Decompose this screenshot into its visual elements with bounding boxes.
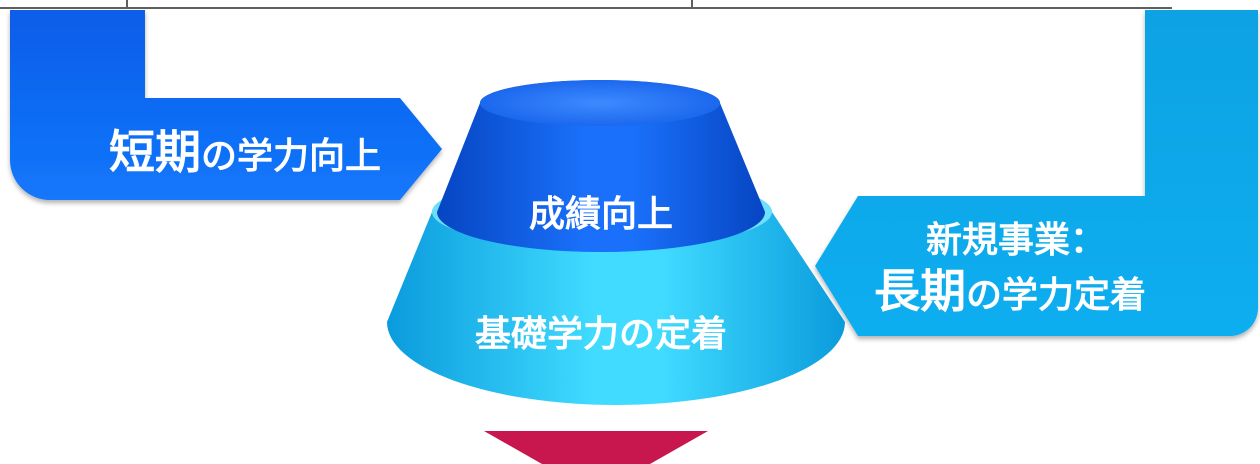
cone-top-tier-label: 成績向上 xyxy=(529,194,673,235)
short-term-rest: の学力向上 xyxy=(201,135,381,177)
long-term-label: 長期の学力定着 xyxy=(874,264,1146,318)
short-term-label: 短期の学力向上 xyxy=(109,125,381,179)
short-term-emphasis: 短期 xyxy=(109,125,201,179)
new-business-heading: 新規事業： xyxy=(926,220,1106,261)
top-table-border xyxy=(0,0,1172,9)
long-term-arrow-shape xyxy=(815,10,1258,336)
cone-bottom-tier-label: 基礎学力の定着 xyxy=(475,313,727,355)
long-term-emphasis: 長期 xyxy=(874,264,966,318)
cone-top-tier-face xyxy=(480,80,720,126)
long-term-arrow: 新規事業： 長期の学力定着 xyxy=(815,10,1258,336)
learning-cone: 成績向上 基礎学力の定着 xyxy=(387,80,845,405)
down-arrow xyxy=(484,431,708,464)
short-term-arrow: 短期の学力向上 xyxy=(10,10,442,200)
cone-top-tier xyxy=(437,80,765,252)
long-term-rest: の学力定着 xyxy=(966,274,1146,316)
short-term-arrow-shape xyxy=(10,10,442,200)
